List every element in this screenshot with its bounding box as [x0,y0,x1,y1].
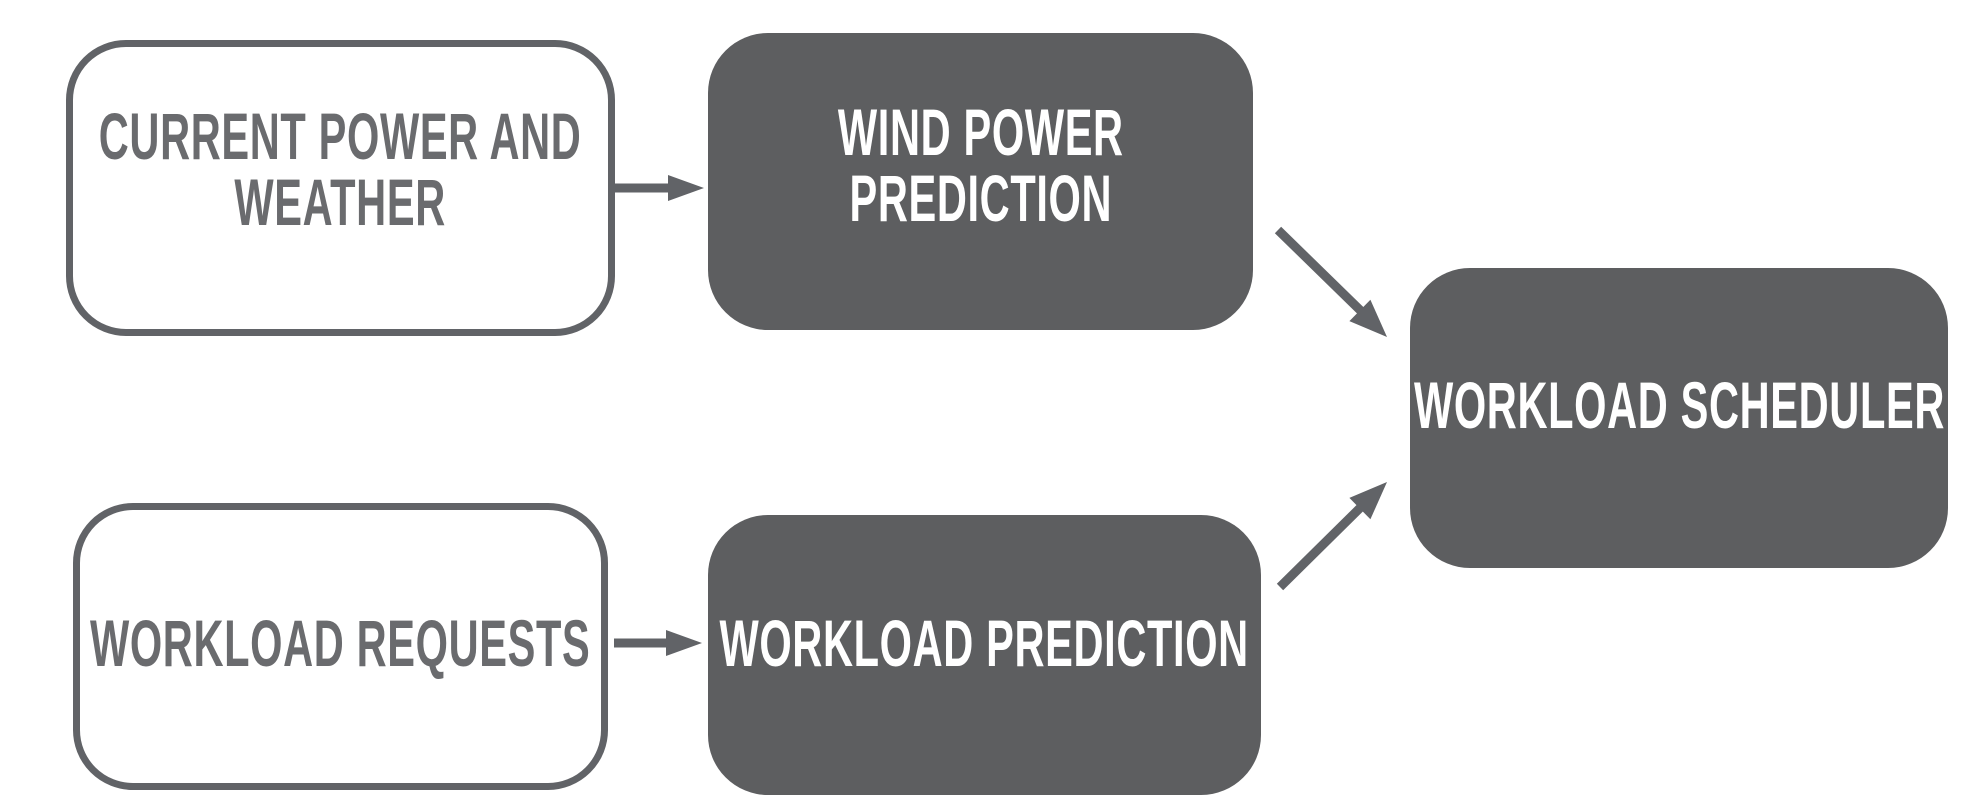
node-workload-scheduler-label: WORKLOAD SCHEDULER [1413,368,1945,442]
arrow-windpower-to-scheduler [1274,226,1387,337]
node-wind-power-prediction: WIND POWER PREDICTION [708,33,1253,330]
node-current-power-and-weather-label: CURRENT POWER AND WEATHER [99,99,582,239]
arrow-prediction-to-scheduler [1276,482,1387,591]
node-workload-requests: WORKLOAD REQUESTS [73,503,608,790]
node-workload-prediction: WORKLOAD PREDICTION [708,515,1261,795]
node-wind-power-prediction-label: WIND POWER PREDICTION [837,94,1124,235]
arrow-requests-to-prediction [614,630,702,656]
node-current-power-and-weather: CURRENT POWER AND WEATHER [66,40,615,336]
node-workload-prediction-label: WORKLOAD PREDICTION [719,606,1250,680]
node-workload-scheduler: WORKLOAD SCHEDULER [1410,268,1948,568]
arrow-current-to-windpower [615,175,704,201]
node-workload-requests-label: WORKLOAD REQUESTS [90,606,591,680]
